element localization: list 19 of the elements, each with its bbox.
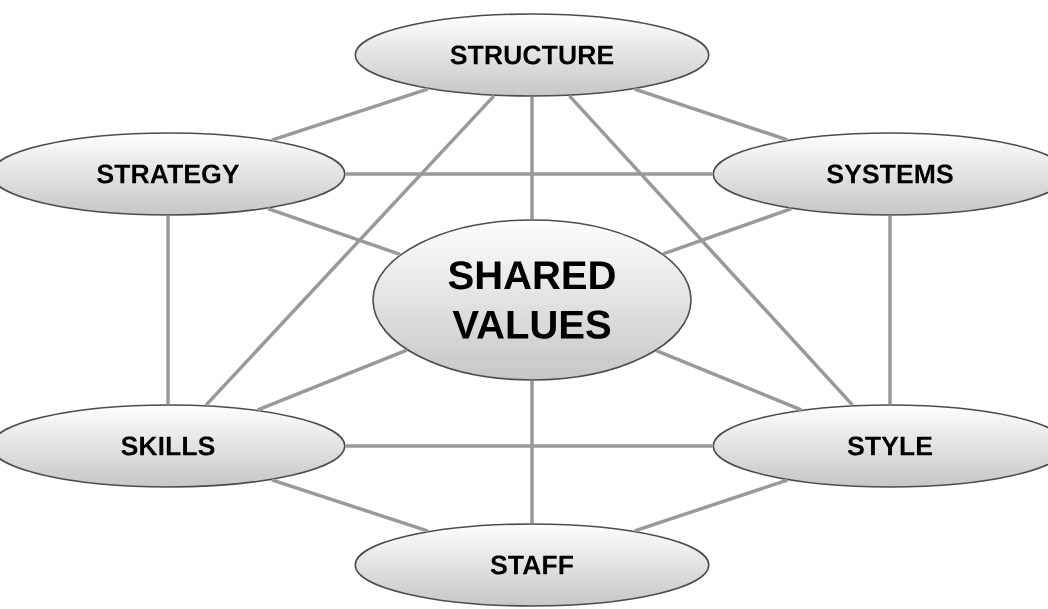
connector-line [271,478,429,533]
connector-line [530,96,534,220]
connector-line [257,348,408,412]
connector-line [662,207,792,256]
connector-line [271,87,429,142]
connector-line [204,94,496,407]
connector-line [634,87,788,142]
connector-line [267,206,401,256]
connector-line [530,380,534,524]
ellipse-node: SHARED VALUES [372,219,692,381]
ellipse-node: STRUCTURE [354,13,710,97]
connector-line [888,215,892,405]
connector-line [345,444,713,448]
connector-line [634,478,788,533]
connector-line [166,215,170,405]
connector-line [568,94,854,407]
connector-line [655,349,802,412]
ellipse-node: STAFF [354,523,710,607]
connector-line [345,172,713,176]
